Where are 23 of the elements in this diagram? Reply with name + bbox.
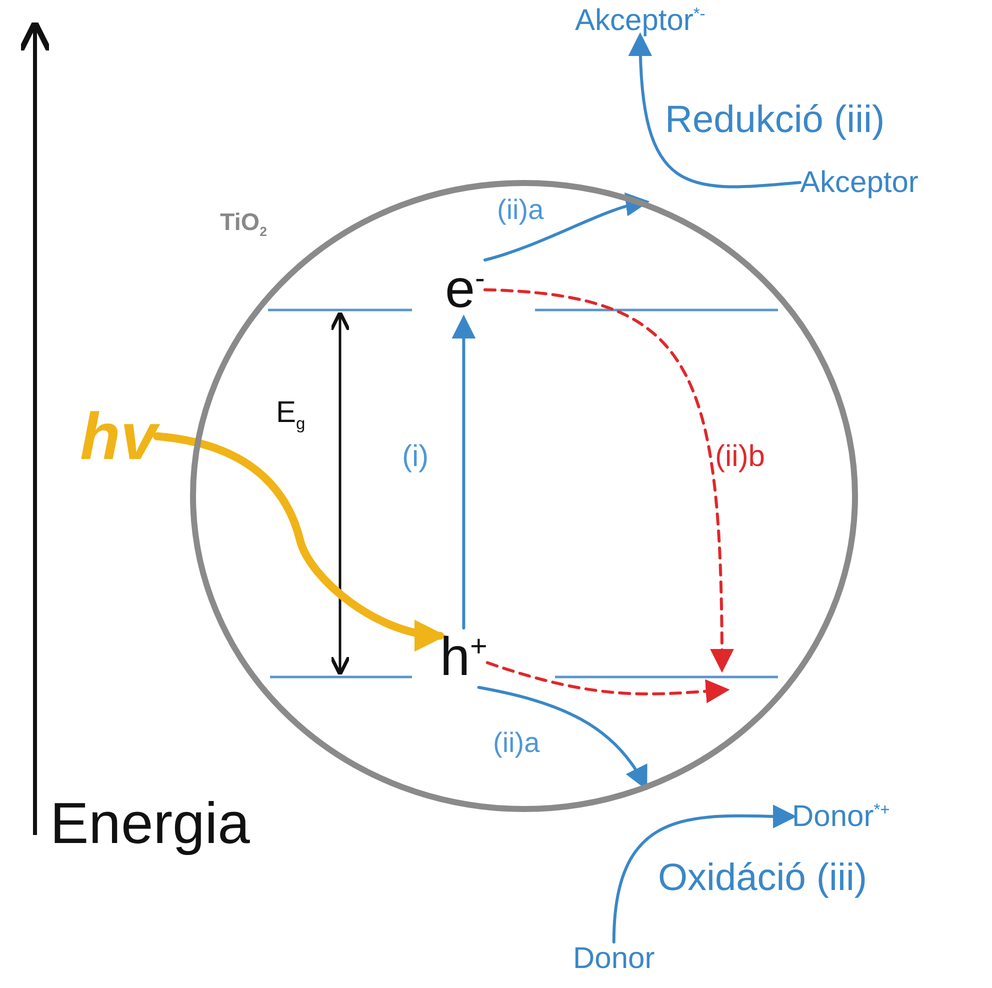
- species-label: h$^{+}$: [440, 628, 488, 688]
- species-label: Akceptor$^{*-}$: [575, 4, 706, 37]
- arrow: [452, 314, 476, 630]
- edge-label: (ii)a: [493, 728, 540, 759]
- arrow: [612, 804, 797, 944]
- species-label: Akceptor: [800, 166, 918, 199]
- edge-label: Oxidáció (iii): [658, 858, 868, 900]
- particle-label: TiO$_{2}$: [220, 210, 267, 240]
- species-label: Donor$^{*+}$: [792, 800, 890, 833]
- species-label: Donor: [573, 942, 655, 975]
- edge-label: (ii)a: [497, 195, 544, 226]
- arrow: [153, 432, 446, 650]
- axis-label: Energia: [50, 792, 250, 856]
- edge-label: (i): [402, 440, 429, 473]
- photon-label: hv: [80, 400, 158, 473]
- edge-label: Redukció (iii): [665, 100, 885, 142]
- edge-label: (ii)b: [715, 440, 765, 473]
- arrow: [486, 661, 730, 704]
- arrow: [483, 194, 650, 262]
- arrow: [483, 288, 734, 673]
- band-gap-label: E$_{g}$: [276, 396, 306, 434]
- species-label: e$^{-}$: [445, 260, 485, 320]
- arrow: [628, 32, 802, 188]
